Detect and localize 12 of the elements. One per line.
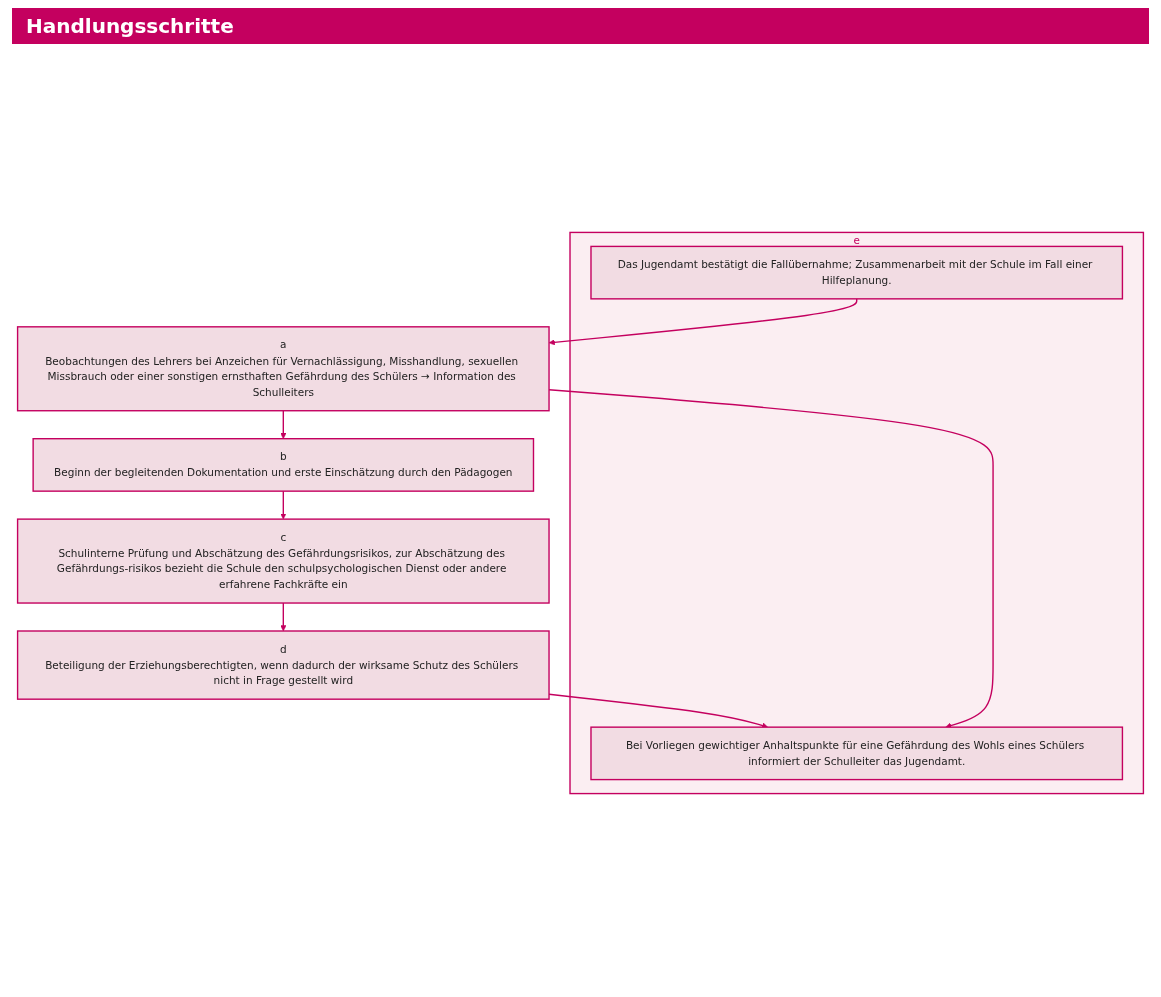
arrow (280, 602, 287, 632)
node-box: b Beginn der begleitenden Dokumentation und erste Einschätzung durch den Pädagogen (32, 438, 535, 492)
node-box: Bei Vorliegen gewichtiger Anhaltspunkte für eine Gefährdung des Wohls eines Schülers informiert der Schulleiter das Jugendamt. (590, 726, 1124, 781)
node-box: d Beteiligung der Erziehungsberechtigten, wenn dadurch der wirksame Schutz des Schülers nicht in Frage gestellt wird (16, 630, 550, 700)
header-bar: Handlungsschritte (12, 8, 1149, 44)
arrow (548, 389, 994, 729)
node-box: a Beobachtungen des Lehrers bei Anzeichen für Vernachlässigung, Misshandlung, sexuellen Missbrauch oder einer sonstigen ernsthaften Gefährdung des Schülers → Information des Schulleiters (16, 326, 550, 412)
arrow (280, 410, 287, 439)
node-box: Das Jugendamt bestätigt die Fallübernahme; Zusammenarbeit mit der Schule im Fall einer Hilfeplanung. (590, 245, 1124, 300)
arrow (548, 693, 769, 729)
node-box: c Schulinterne Prüfung und Abschätzung des Gefährdungsrisikos, zur Abschätzung des Gefährdungs-risikos bezieht die Schule den schulpsychologischen Dienst oder andere erfahrene Fachkräfte ein (16, 518, 550, 604)
arrow (280, 490, 287, 520)
